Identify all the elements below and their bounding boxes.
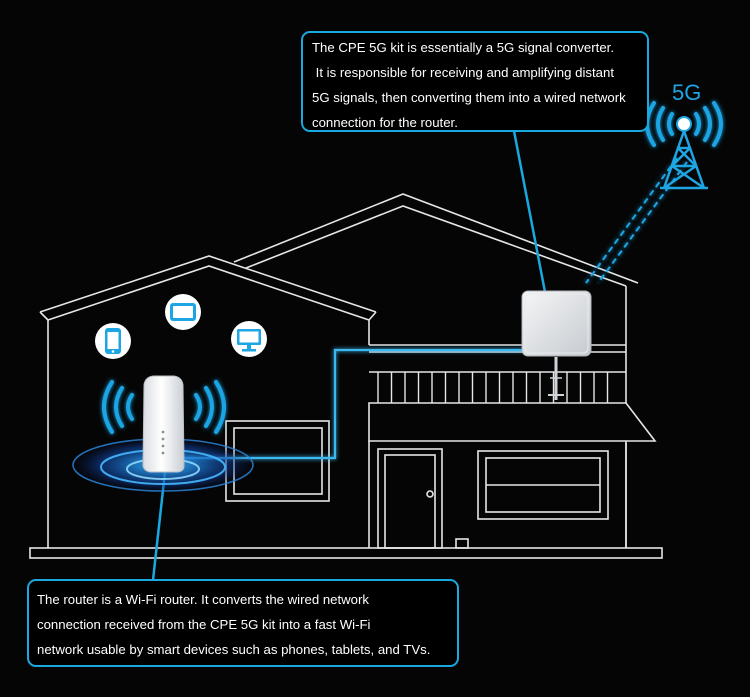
smartphone-icon [95,323,131,359]
cpe-callout-pointer [512,130,547,293]
5g-label: 5G [672,80,702,105]
5g-signal-beam [585,157,688,284]
cell-tower-icon [645,101,723,190]
monitor-icon [231,321,267,357]
cpe-callout-line: The CPE 5G kit is essentially a 5G signa… [312,40,614,55]
router-callout-line: connection received from the CPE 5G kit … [37,617,371,632]
balcony-balusters [377,372,609,403]
router-callout: The router is a Wi-Fi router. It convert… [27,579,459,667]
cpe-callout-line: 5G signals, then converting them into a … [312,90,626,105]
router-wifi-waves-icon [102,380,226,434]
router-callout-line: The router is a Wi-Fi router. It convert… [37,592,369,607]
tablet-icon [165,294,201,330]
cpe-antenna-icon [521,290,592,400]
wifi-router-icon [142,375,185,473]
cpe-callout-line: connection for the router. [312,115,458,130]
cpe-callout: The CPE 5G kit is essentially a 5G signa… [301,31,649,132]
cpe-callout-line: It is responsible for receiving and ampl… [312,65,614,80]
router-callout-line: network usable by smart devices such as … [37,642,431,657]
